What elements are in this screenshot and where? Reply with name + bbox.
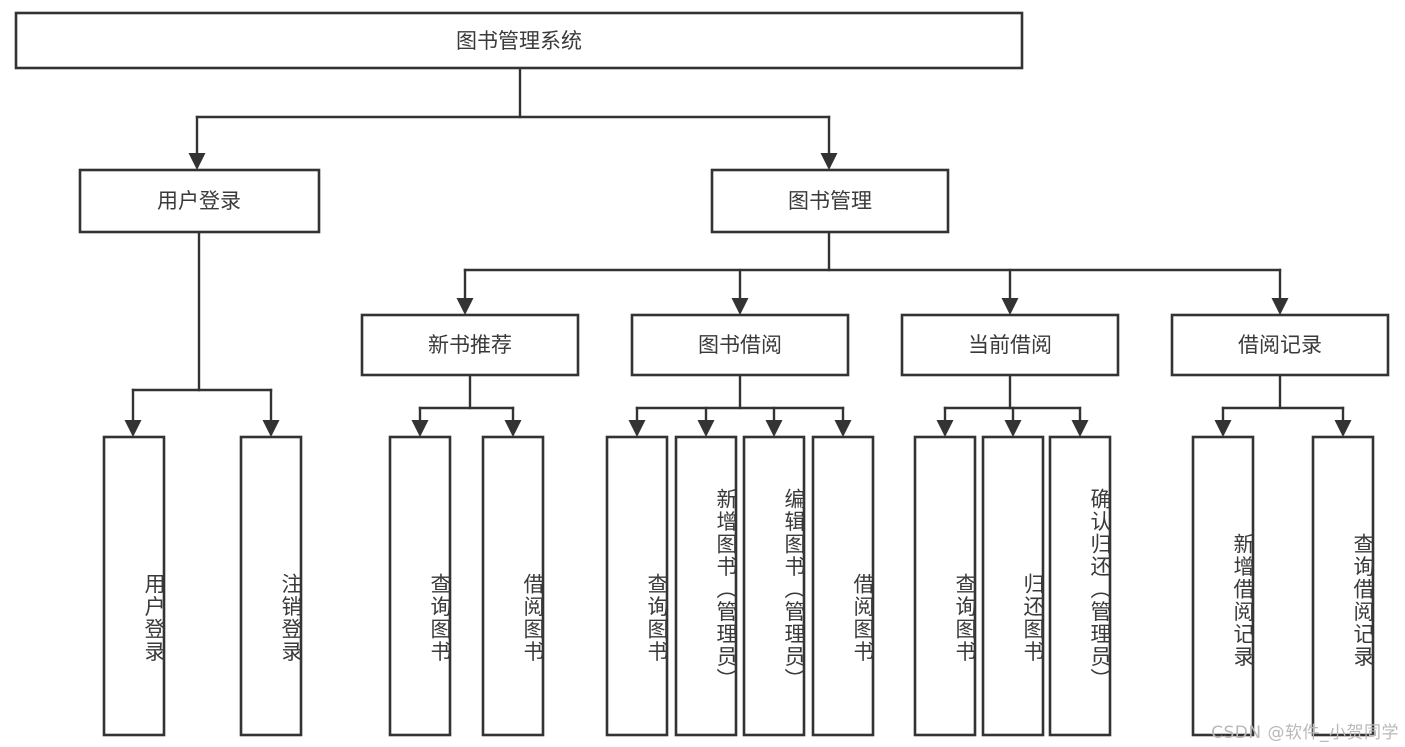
node-book-manage-label: 图书管理 — [788, 189, 872, 213]
node-leaf-query-record — [1311, 435, 1375, 737]
node-leaf-query-book-3 — [913, 435, 977, 737]
connector-userlogin-to-leaves — [124, 230, 280, 437]
connector-newbookrec-to-leaves — [411, 373, 522, 437]
connector-root-to-level2 — [188, 66, 838, 170]
node-book-borrow-label: 图书借阅 — [698, 333, 782, 357]
node-leaf-add-record — [1191, 435, 1255, 737]
node-leaf-confirm-return — [1048, 435, 1112, 737]
node-leaf-user-login — [102, 435, 166, 737]
node-root-label: 图书管理系统 — [456, 29, 582, 53]
node-leaf-query-book-1 — [388, 435, 452, 737]
node-current-borrow-label: 当前借阅 — [968, 333, 1052, 357]
node-book-manage[interactable]: 图书管理 — [710, 168, 950, 234]
connector-borrowrecord-to-leaves — [1214, 373, 1352, 437]
node-leaf-borrow-book-1 — [481, 435, 545, 737]
node-book-borrow[interactable]: 图书借阅 — [630, 313, 850, 377]
node-user-login-label: 用户登录 — [157, 189, 241, 213]
node-borrow-record-label: 借阅记录 — [1238, 333, 1322, 357]
node-leaf-query-book-2 — [605, 435, 669, 737]
node-leaf-logout — [239, 435, 303, 737]
node-root[interactable]: 图书管理系统 — [14, 11, 1024, 70]
node-borrow-record[interactable]: 借阅记录 — [1170, 313, 1390, 377]
node-leaf-edit-book — [742, 435, 806, 737]
connector-currentborrow-to-leaves — [936, 373, 1089, 437]
connector-bookmanage-to-level3 — [456, 230, 1289, 315]
node-new-book-rec-label: 新书推荐 — [428, 333, 512, 357]
node-leaf-add-book — [674, 435, 738, 737]
csdn-watermark: CSDN @软件_小贺同学 — [1211, 723, 1399, 743]
node-leaf-return-book — [981, 435, 1045, 737]
connector-bookborrow-to-leaves — [628, 373, 852, 437]
node-current-borrow[interactable]: 当前借阅 — [900, 313, 1120, 377]
leaf-boxes — [102, 435, 1375, 737]
node-leaf-borrow-book-2 — [811, 435, 875, 737]
node-user-login[interactable]: 用户登录 — [78, 168, 321, 234]
node-new-book-rec[interactable]: 新书推荐 — [360, 313, 580, 377]
